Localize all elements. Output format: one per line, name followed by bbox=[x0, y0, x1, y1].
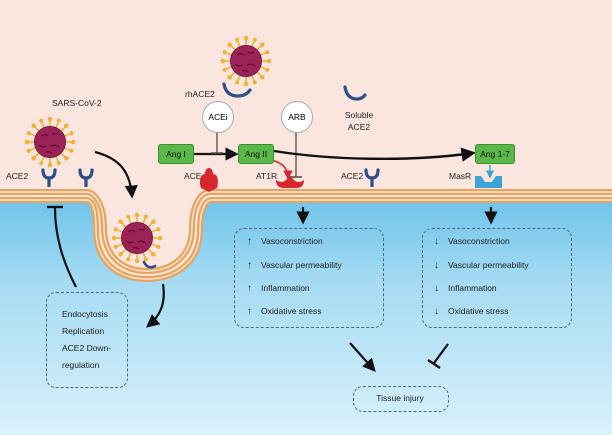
soluble-ace2-icon bbox=[343, 85, 367, 101]
cell-membrane bbox=[0, 189, 612, 283]
arrow-down-icon: ↓ bbox=[434, 236, 439, 247]
effect-down-item: ↓ Inflammation bbox=[434, 283, 497, 294]
ang1-label: Ang I bbox=[166, 149, 186, 159]
effect-down-label: Oxidative stress bbox=[448, 306, 509, 316]
at1r-receptor-icon bbox=[276, 176, 304, 188]
effect-up-label: Vascular permeability bbox=[261, 260, 342, 270]
effect-up-label: Vasoconstriction bbox=[261, 236, 323, 246]
peptide-ang2: Ang II bbox=[238, 144, 274, 164]
ace2-endosome-icon bbox=[142, 260, 157, 269]
ang17-label: Ang 1-7 bbox=[480, 149, 510, 159]
ace-label: ACE bbox=[184, 171, 202, 181]
rhace2-label: rhACE2 bbox=[185, 89, 215, 99]
effect-up-label: Inflammation bbox=[261, 283, 310, 293]
effect-up-item: ↑ Inflammation bbox=[247, 283, 310, 294]
arrow-up-icon: ↑ bbox=[247, 306, 252, 317]
effect-down-label: Inflammation bbox=[448, 283, 497, 293]
arrow-down-icon: ↓ bbox=[434, 260, 439, 271]
sars-cov-2-virus-rhace2 bbox=[219, 34, 273, 88]
masr-effects-box bbox=[422, 228, 572, 328]
ace-enzyme-icon bbox=[200, 168, 218, 192]
effect-up-item: ↑ Vasoconstriction bbox=[247, 236, 323, 247]
tissue-injury-box bbox=[353, 386, 449, 412]
viral-processes-box bbox=[46, 292, 128, 388]
at1r-label: AT1R bbox=[256, 171, 278, 181]
ang2-label: Ang II bbox=[244, 149, 268, 159]
arb-inhibitor: ARB bbox=[281, 101, 313, 133]
arrow-up-icon: ↑ bbox=[247, 236, 252, 247]
effect-down-item: ↓ Vasoconstriction bbox=[434, 236, 510, 247]
peptide-ang17: Ang 1-7 bbox=[475, 144, 515, 164]
masr-receptor-icon bbox=[475, 176, 502, 188]
peptide-ang1: Ang I bbox=[158, 144, 194, 164]
effect-down-item: ↓ Oxidative stress bbox=[434, 306, 508, 317]
tissue-injury-label: Tissue injury bbox=[376, 393, 424, 403]
process-item: regulation bbox=[62, 360, 100, 370]
process-item: Endocytosis bbox=[62, 309, 108, 319]
viral-processes-list: Endocytosis Replication ACE2 Down- regul… bbox=[62, 306, 111, 374]
arb-label: ARB bbox=[288, 112, 306, 122]
sars-cov-2-label: SARS-CoV-2 bbox=[52, 98, 102, 108]
sars-cov-2-virus-surface bbox=[23, 115, 77, 169]
rhace2-icon bbox=[222, 82, 252, 98]
effect-up-label: Oxidative stress bbox=[261, 306, 322, 316]
arrow-up-icon: ↑ bbox=[247, 260, 252, 271]
soluble-ace2-label: Soluble ACE2 bbox=[344, 110, 374, 132]
arrow-down-icon: ↓ bbox=[434, 306, 439, 317]
at1r-effects-box bbox=[234, 228, 384, 328]
process-item: Replication bbox=[62, 326, 105, 336]
effect-up-item: ↑ Vascular permeability bbox=[247, 260, 342, 271]
ace2-label-mid: ACE2 bbox=[341, 171, 364, 181]
arrow-up-icon: ↑ bbox=[247, 283, 252, 294]
effect-down-label: Vascular permeability bbox=[448, 260, 529, 270]
arrow-down-icon: ↓ bbox=[434, 283, 439, 294]
effect-down-label: Vasoconstriction bbox=[448, 236, 510, 246]
masr-label: MasR bbox=[449, 171, 472, 181]
effect-down-item: ↓ Vascular permeability bbox=[434, 260, 529, 271]
sars-cov-2-virus-endosome bbox=[110, 211, 164, 265]
effect-up-item: ↑ Oxidative stress bbox=[247, 306, 321, 317]
acei-label: ACEi bbox=[208, 112, 228, 122]
process-item: ACE2 Down- bbox=[62, 343, 112, 353]
ace2-label-left: ACE2 bbox=[6, 171, 29, 181]
acei-inhibitor: ACEi bbox=[202, 101, 234, 133]
